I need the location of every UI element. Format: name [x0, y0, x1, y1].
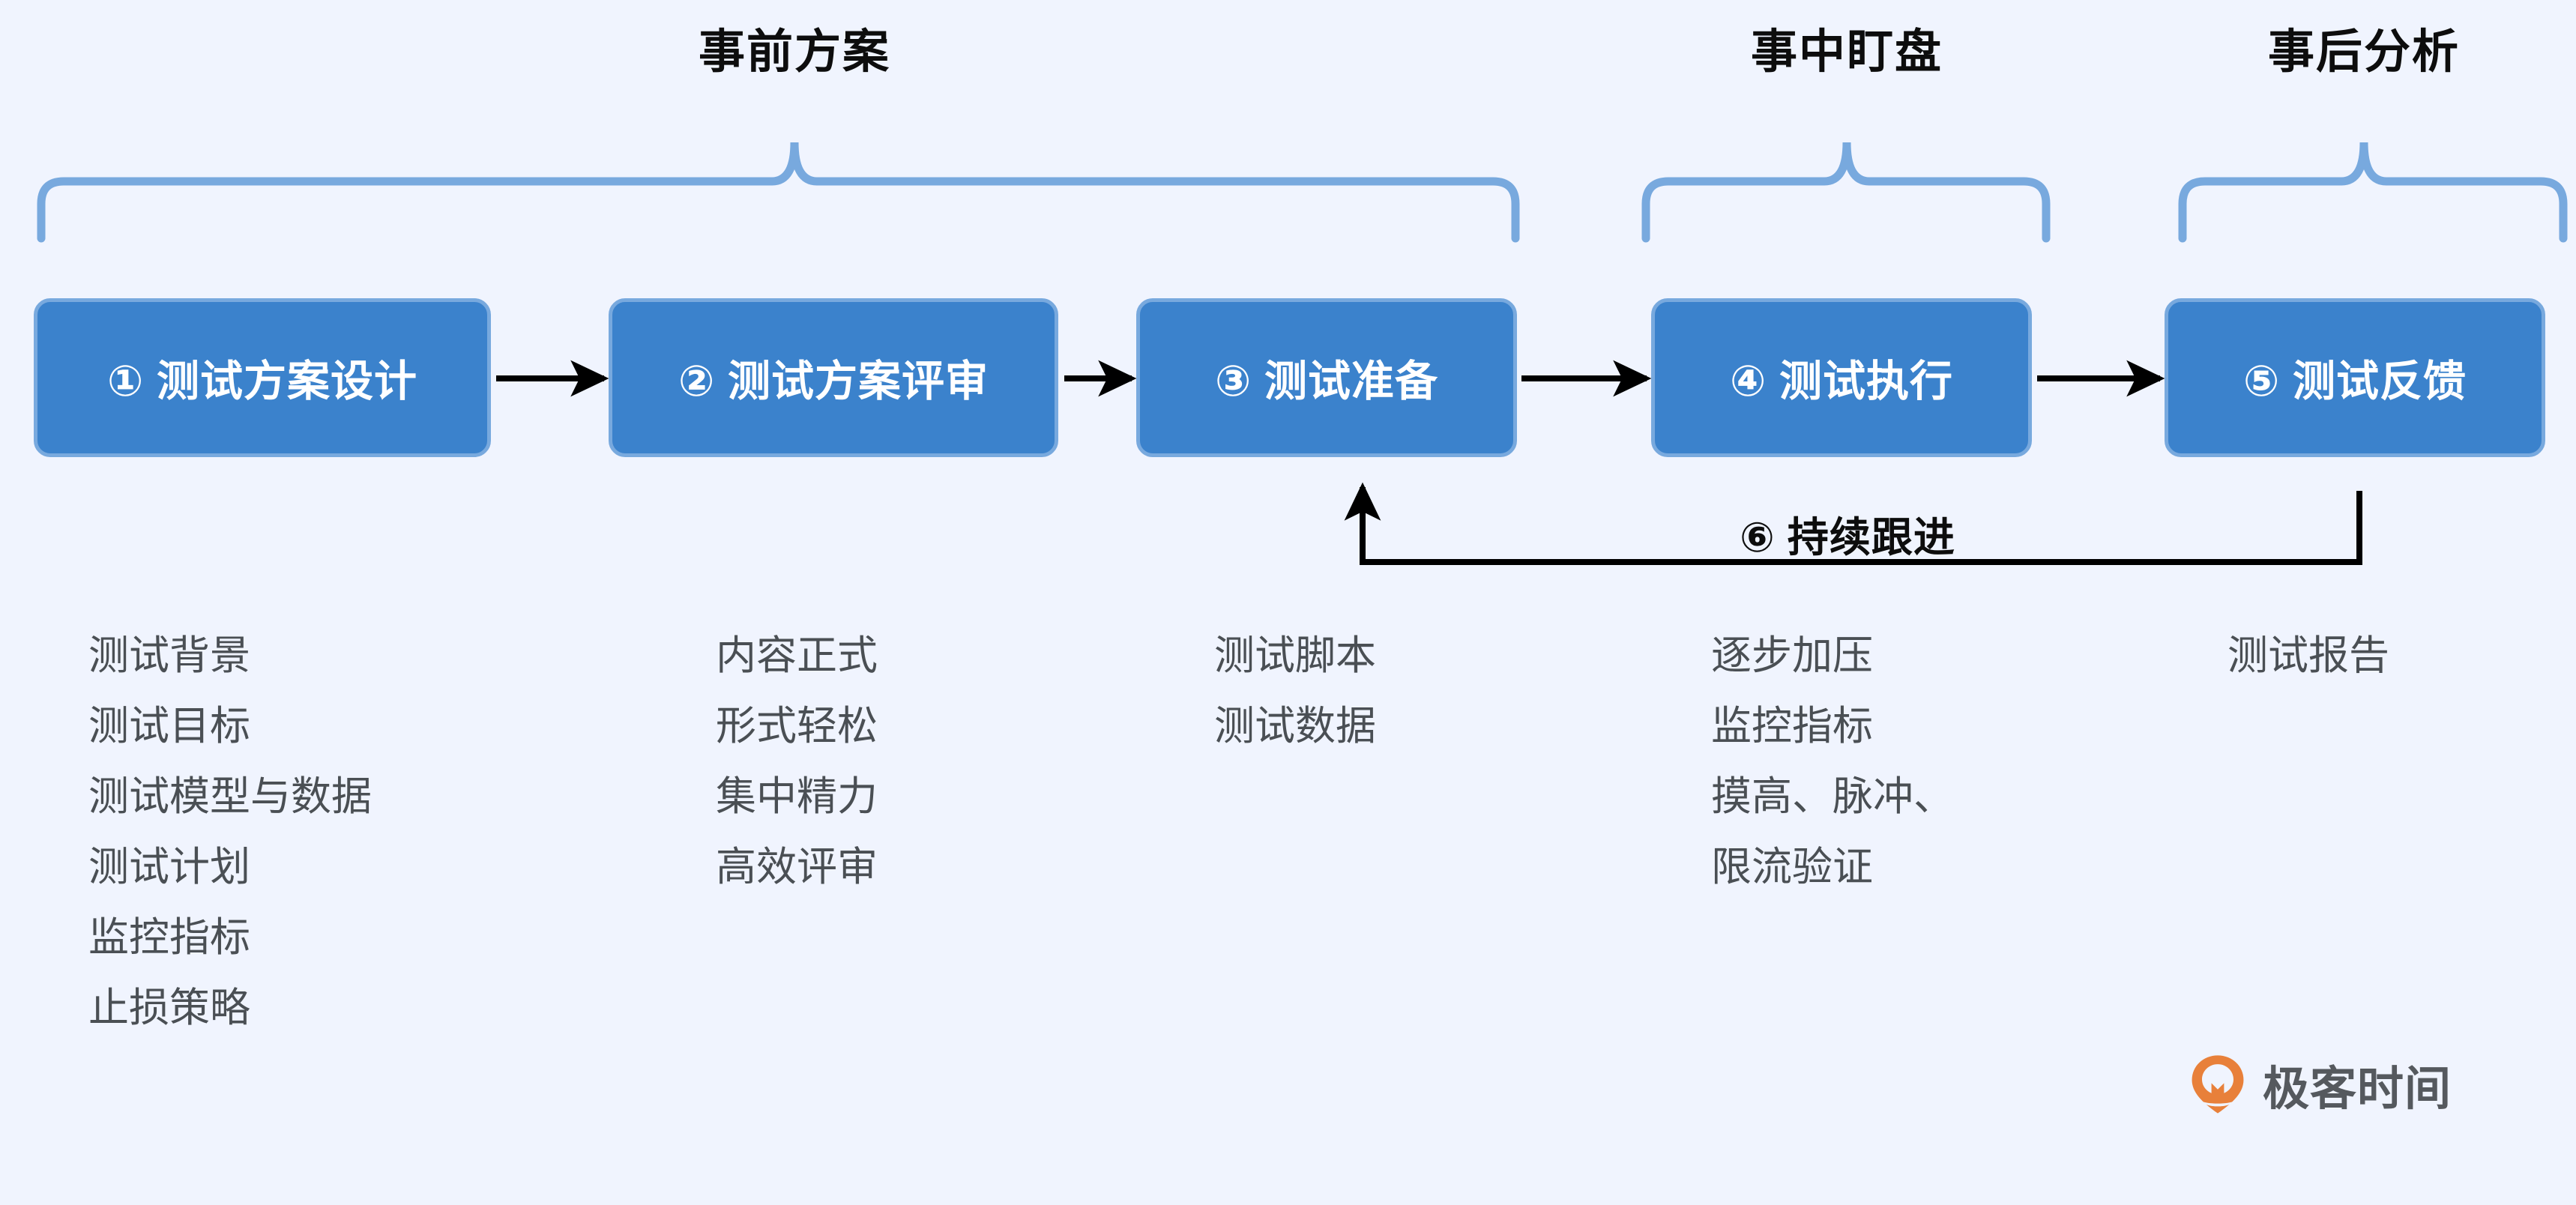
- detail-item: 逐步加压: [1711, 633, 1873, 678]
- detail-item: 止损策略: [88, 985, 250, 1030]
- detail-item: 内容正式: [716, 633, 878, 678]
- brand-logo: 极客时间: [2186, 1051, 2452, 1118]
- step-box-4[interactable]: ④ 测试执行: [1651, 298, 2032, 457]
- detail-item: 监控指标: [88, 915, 250, 960]
- detail-column-3: 测试脚本测试数据: [1214, 620, 1376, 761]
- step-box-label: ⑤ 测试反馈: [2242, 357, 2467, 405]
- phase-brace: [2178, 142, 2568, 243]
- step-box-label: ④ 测试执行: [1729, 357, 1954, 405]
- detail-column-4: 逐步加压监控指标摸高、脉冲、限流验证: [1711, 620, 1954, 902]
- brand-logo-text: 极客时间: [2263, 1063, 2452, 1115]
- step-box-label: ② 测试方案评审: [678, 357, 989, 405]
- detail-item: 监控指标: [1711, 704, 1873, 749]
- detail-item: 测试计划: [88, 845, 250, 890]
- geektime-pin-icon: [2192, 1055, 2244, 1114]
- detail-item: 高效评审: [716, 845, 878, 890]
- step-box-1[interactable]: ① 测试方案设计: [34, 298, 491, 457]
- step-box-5[interactable]: ⑤ 测试反馈: [2165, 298, 2545, 457]
- detail-item: 限流验证: [1711, 845, 1873, 890]
- detail-item: 形式轻松: [716, 704, 878, 749]
- detail-item: 测试脚本: [1214, 633, 1376, 678]
- feedback-loop-label: ⑥ 持续跟进: [1740, 514, 1955, 561]
- step-box-label: ① 测试方案设计: [106, 357, 418, 405]
- detail-column-5: 测试报告: [2227, 620, 2389, 691]
- phase-brace: [37, 142, 1520, 243]
- phase-label: 事中盯盘: [1750, 26, 1943, 78]
- detail-column-2: 内容正式形式轻松集中精力高效评审: [716, 620, 878, 902]
- step-box-2[interactable]: ② 测试方案评审: [609, 298, 1058, 457]
- step-box-3[interactable]: ③ 测试准备: [1136, 298, 1517, 457]
- step-box-label: ③ 测试准备: [1214, 357, 1439, 405]
- detail-item: 测试目标: [88, 704, 250, 749]
- detail-item: 集中精力: [716, 774, 878, 819]
- detail-item: 摸高、脉冲、: [1711, 774, 1954, 819]
- phase-label: 事前方案: [698, 26, 891, 78]
- phase-label: 事后分析: [2267, 26, 2461, 78]
- detail-item: 测试数据: [1214, 704, 1376, 749]
- detail-item: 测试报告: [2227, 633, 2389, 678]
- detail-item: 测试背景: [88, 633, 250, 678]
- detail-column-1: 测试背景测试目标测试模型与数据测试计划监控指标止损策略: [88, 620, 372, 1043]
- detail-item: 测试模型与数据: [88, 774, 372, 819]
- phase-brace: [1641, 142, 2051, 243]
